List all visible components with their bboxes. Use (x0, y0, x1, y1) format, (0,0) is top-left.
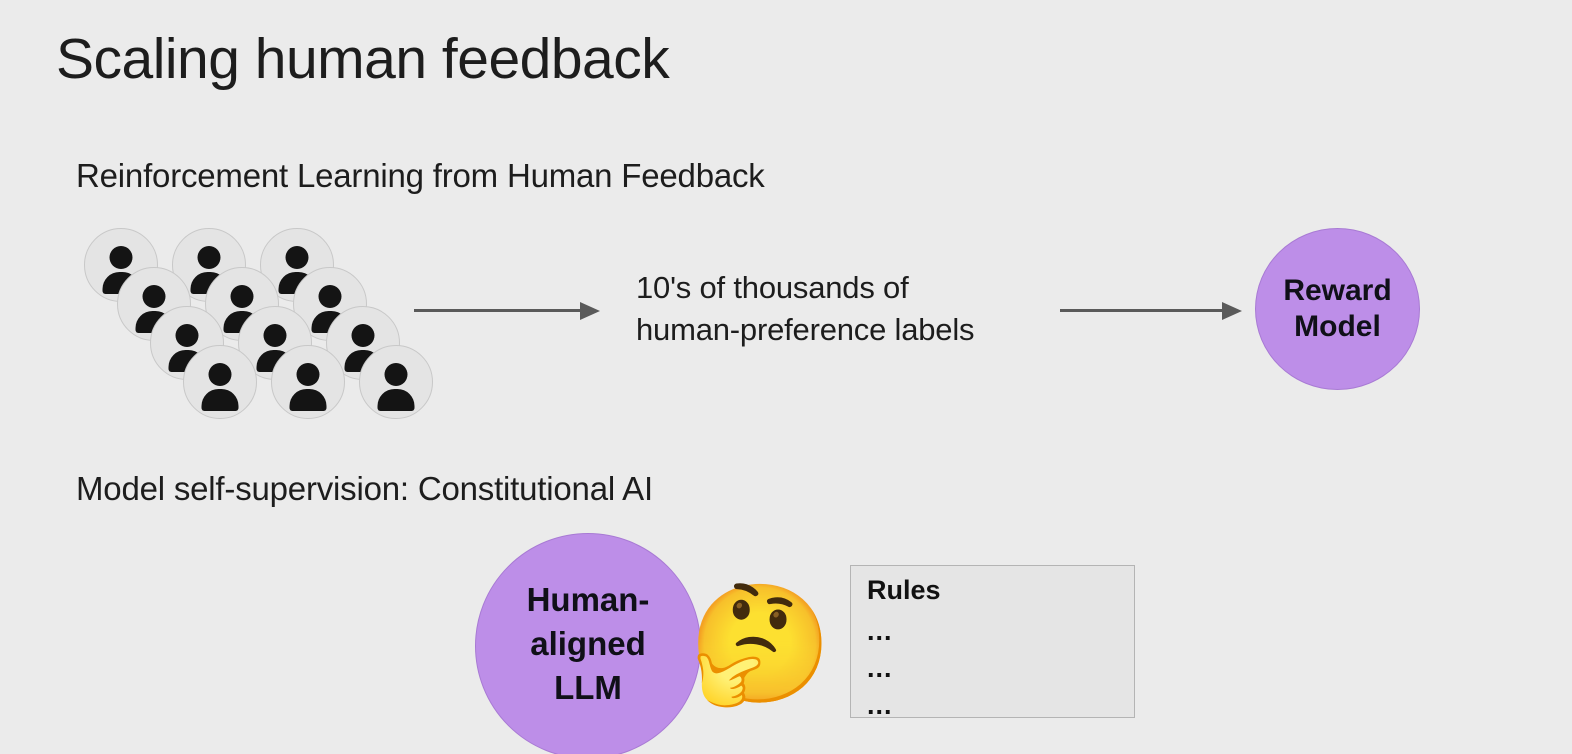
person-head (318, 285, 342, 308)
rules-item: ... (867, 690, 893, 720)
caption-line-1: 10's of thousands of (636, 270, 909, 305)
page-title: Scaling human feedback (56, 27, 670, 91)
person-body (201, 389, 239, 411)
person-head (351, 324, 375, 347)
person-head (142, 285, 166, 308)
reward-model-label-line-2: Model (1294, 310, 1381, 343)
reward-model-node: Reward Model (1255, 228, 1420, 390)
caption-line-2: human-preference labels (636, 312, 975, 347)
person-head (296, 363, 320, 386)
person-avatar-icon (183, 345, 257, 419)
arrow-right-icon (414, 302, 600, 320)
arrow-shaft (1060, 309, 1224, 312)
arrow-head (580, 302, 600, 320)
section-heading-rlhf: Reinforcement Learning from Human Feedba… (76, 157, 765, 194)
section-heading-constitutional-ai: Model self-supervision: Constitutional A… (76, 470, 653, 507)
human-aligned-llm-node: Human- aligned LLM (475, 533, 701, 754)
arrow-right-icon (1060, 302, 1242, 320)
person-head (263, 324, 287, 347)
reward-model-label-line-1: Reward (1283, 274, 1392, 307)
person-head (175, 324, 199, 347)
thinking-face-emoji: 🤔 (688, 579, 833, 709)
person-head (197, 246, 221, 269)
reward-model-label: Reward Model (1283, 273, 1391, 345)
human-preference-labels-caption: 10's of thousands of human-preference la… (636, 267, 975, 351)
person-head (285, 246, 309, 269)
arrow-shaft (414, 309, 582, 312)
llm-label: Human- aligned LLM (527, 578, 650, 710)
person-body (289, 389, 327, 411)
rules-box: Rules ... ... ... (850, 565, 1135, 720)
arrow-head (1222, 302, 1242, 320)
person-body (377, 389, 415, 411)
person-head (208, 363, 232, 386)
rules-item: ... (867, 616, 893, 646)
rules-box-title: Rules (867, 575, 941, 605)
person-avatar-icon (271, 345, 345, 419)
people-avatars-cluster (84, 228, 433, 419)
person-head (384, 363, 408, 386)
llm-label-line-3: LLM (554, 669, 622, 706)
person-head (230, 285, 254, 308)
rules-item: ... (867, 653, 893, 683)
person-head (109, 246, 133, 269)
person-avatar-icon (359, 345, 433, 419)
llm-label-line-1: Human- (526, 581, 650, 618)
llm-label-line-2: aligned (530, 625, 646, 662)
